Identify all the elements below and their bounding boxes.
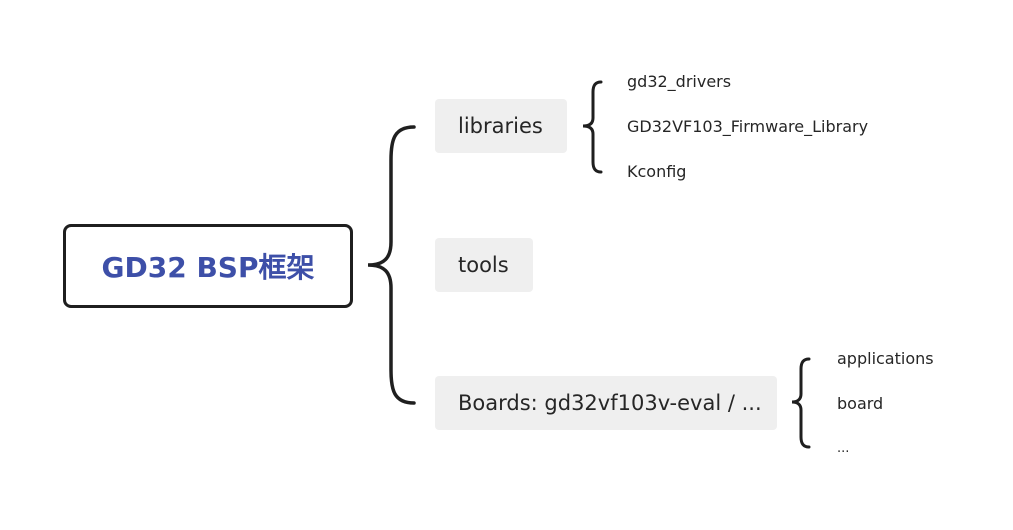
- leaf-kconfig: Kconfig: [627, 162, 687, 181]
- leaf-ellipsis: ...: [837, 441, 850, 456]
- root-node: GD32 BSP框架: [63, 224, 353, 308]
- libraries-brace: [582, 80, 603, 174]
- branch-tools: tools: [435, 238, 533, 292]
- root-label: GD32 BSP框架: [101, 251, 315, 284]
- root-brace: [367, 125, 416, 405]
- leaf-gd32-drivers: gd32_drivers: [627, 72, 732, 91]
- leaf-applications: applications: [837, 349, 934, 368]
- leaf-board: board: [837, 394, 884, 413]
- branch-boards-label: Boards: gd32vf103v-eval / ...: [458, 391, 762, 415]
- branch-libraries-label: libraries: [458, 114, 543, 138]
- branch-tools-label: tools: [458, 253, 509, 277]
- leaf-firmware-library: GD32VF103_Firmware_Library: [627, 117, 869, 136]
- boards-brace: [791, 357, 811, 449]
- branch-libraries: libraries: [435, 99, 567, 153]
- branch-boards: Boards: gd32vf103v-eval / ...: [435, 376, 777, 430]
